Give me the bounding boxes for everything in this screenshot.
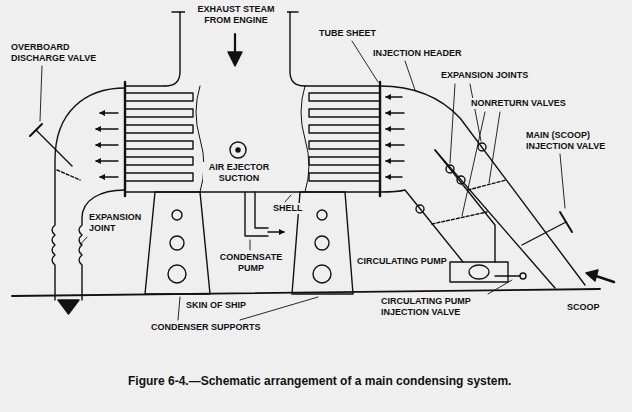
part-label: EXHAUST STEAM FROM ENGINE (185, 4, 287, 26)
expansion-joint (446, 165, 454, 173)
condenser-tube (125, 109, 193, 117)
scoop-arrow-head (586, 270, 598, 281)
leader-line (250, 240, 251, 250)
valve-stem (495, 275, 520, 276)
steam-arrow-head (228, 52, 242, 66)
pump-casing (469, 265, 489, 279)
part-label: SKIN OF SHIP (185, 300, 247, 311)
valve-handwheel (560, 212, 572, 232)
valve-handwheel (30, 124, 42, 136)
shell-top (125, 85, 380, 86)
break-line (196, 86, 309, 192)
condenser-tube (309, 141, 380, 149)
flow-arrow (96, 160, 118, 161)
part-label: OVERBOARD DISCHARGE VALVE (10, 42, 107, 64)
part-label: SHELL (272, 203, 304, 214)
part-label: TUBE SHEET (318, 28, 377, 39)
condenser-tube (309, 109, 380, 117)
leader-line (240, 297, 318, 320)
condenser-tube (125, 173, 193, 181)
lightening-hole (315, 236, 329, 250)
exhaust-pipe-wall (165, 12, 180, 86)
part-label: EXPANSION JOINTS (440, 70, 529, 81)
valve-disk (57, 170, 80, 180)
circulating-pipe-wall (435, 150, 495, 262)
condenser-tube (125, 93, 193, 101)
nonreturn-valve (432, 212, 487, 224)
leader-line (405, 61, 415, 90)
flow-arrow (100, 112, 118, 113)
leader-line (470, 84, 481, 141)
flow-arrow (96, 144, 118, 145)
part-label: CIRCULATING PUMP (356, 256, 448, 267)
part-label: EXPANSION JOINT (88, 212, 146, 234)
flow-arrow (386, 144, 404, 145)
discharge-arrow (58, 300, 79, 314)
circulating-pump (450, 262, 508, 282)
valve-handwheel (520, 273, 526, 279)
expansion-joint (416, 205, 424, 213)
condensate-pipe (245, 192, 268, 236)
condenser-tube (125, 125, 193, 133)
leader-line (450, 84, 455, 163)
part-label: CONDENSER SUPPORTS (150, 322, 262, 333)
condenser-tube (309, 93, 380, 101)
lightening-hole (168, 265, 186, 283)
leader-line (488, 280, 512, 294)
part-label: CONDENSATE PUMP (214, 252, 288, 274)
lightening-hole (317, 210, 327, 220)
part-label: INJECTION HEADER (372, 48, 463, 59)
leader-line (80, 237, 87, 245)
leader-line (40, 66, 42, 121)
valve-stem (36, 130, 72, 166)
tube-sheet (125, 82, 380, 196)
air-ejector-suction (230, 142, 246, 158)
valve-stem (522, 222, 566, 245)
part-label: MAIN (SCOOP) INJECTION VALVE (525, 130, 627, 152)
exhaust-pipe-wall (290, 12, 305, 86)
condenser-tube (309, 157, 380, 165)
air-ejector-dot (236, 148, 240, 152)
flow-arrow (100, 176, 118, 177)
steam-arrow-shaft (234, 34, 236, 54)
leader-line (489, 112, 500, 183)
expansion-joint (457, 176, 465, 184)
lightening-hole (172, 210, 182, 220)
flow-arrow (386, 128, 404, 129)
figure-caption: Figure 6-4.—Schematic arrangement of a m… (128, 374, 511, 388)
condenser-tube (125, 157, 193, 165)
flow-arrow (268, 231, 284, 232)
leader-line (462, 112, 485, 216)
part-label: SCOOP (566, 302, 601, 313)
leader-line (560, 154, 565, 208)
circulating-pipe-wall (380, 190, 463, 262)
part-label: AIR EJECTOR SUCTION (203, 162, 275, 184)
expansion-joint (478, 143, 486, 151)
flow-arrow (386, 176, 402, 177)
scoop-arrow-shaft (596, 276, 614, 282)
lightening-hole (170, 236, 184, 250)
condenser-tube (309, 173, 380, 181)
condenser-tube (125, 141, 193, 149)
ship-skin (12, 289, 600, 296)
flow-arrow (96, 128, 118, 129)
nonreturn-valve (468, 180, 506, 190)
condenser-tube (309, 125, 380, 133)
part-label: NONRETURN VALVES (470, 98, 567, 109)
condenser-support (145, 192, 210, 294)
lightening-hole (313, 265, 331, 283)
flow-arrow (386, 112, 404, 113)
leader-line (178, 297, 180, 320)
discharge-pipe-wall (52, 88, 125, 300)
discharge-pipe-wall (79, 190, 125, 300)
leader-line (285, 195, 291, 202)
flow-arrow (386, 160, 404, 161)
flow-arrow (386, 96, 402, 97)
part-label: CIRCULATING PUMP INJECTION VALVE (380, 296, 512, 318)
